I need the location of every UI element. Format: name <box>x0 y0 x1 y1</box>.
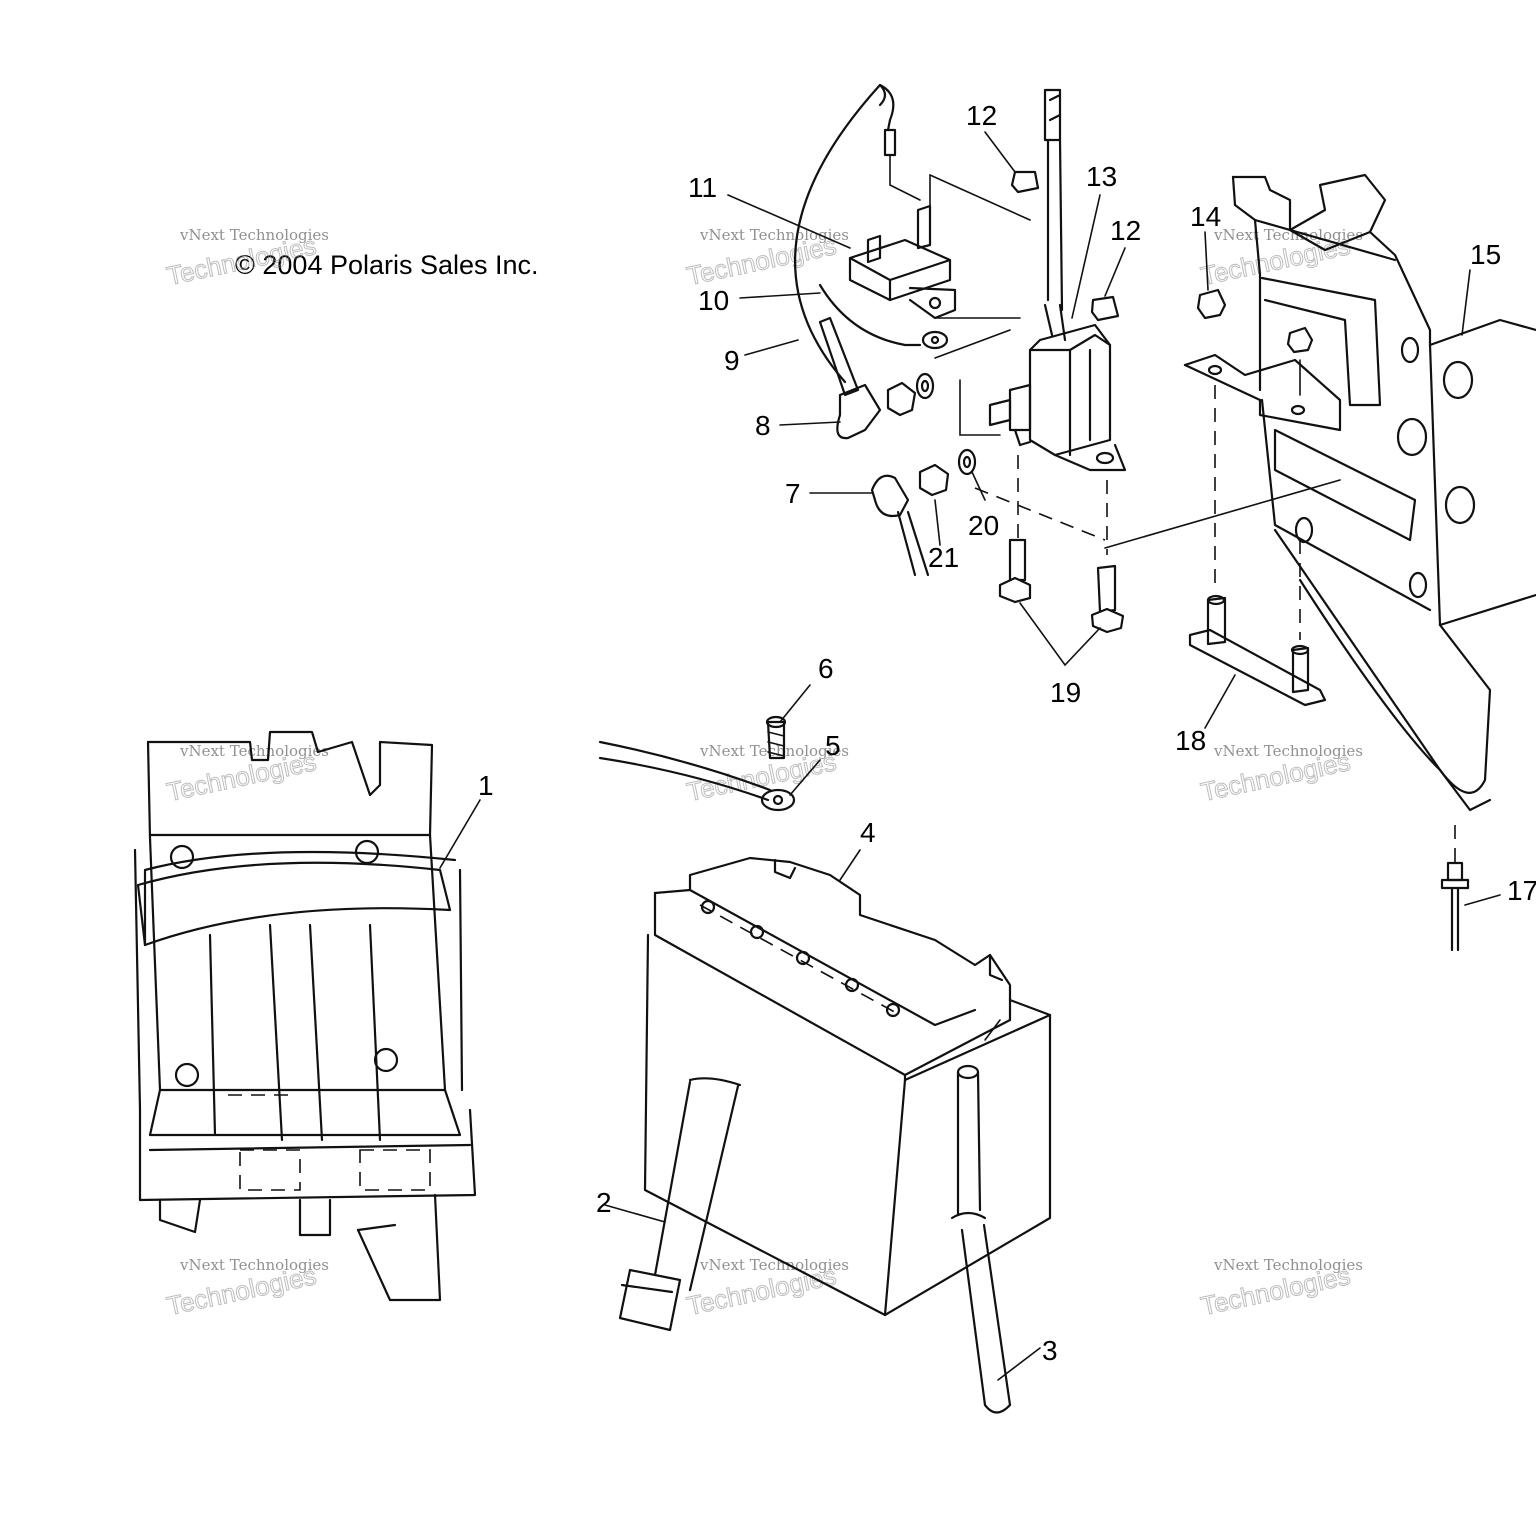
battery-part <box>643 856 1052 1317</box>
watermark-text: vNext Technologies <box>179 226 329 244</box>
callout-13: 13 <box>1086 161 1117 192</box>
callout-1: 1 <box>478 770 494 801</box>
callout-9: 9 <box>724 345 740 376</box>
callout-21: 21 <box>928 542 959 573</box>
callout-20: 20 <box>968 510 999 541</box>
watermark-text: vNext Technologies <box>1213 1256 1363 1274</box>
vent-tube-part <box>618 1077 742 1332</box>
vent-tube-part <box>950 1064 1012 1414</box>
watermark-text: vNext Technologies <box>179 742 329 760</box>
callout-7: 7 <box>785 478 801 509</box>
callout-2: 2 <box>596 1187 612 1218</box>
callout-8: 8 <box>755 410 771 441</box>
callout-3: 3 <box>1042 1335 1058 1366</box>
callout-4: 4 <box>860 817 876 848</box>
callout-18: 18 <box>1175 725 1206 756</box>
callout-17: 17 <box>1507 875 1536 906</box>
leader-lines <box>439 131 1501 1381</box>
watermark-group: vNext Technologies Technologies vNext Te… <box>164 226 1363 1322</box>
callout-19: 19 <box>1050 677 1081 708</box>
callout-11: 11 <box>688 172 717 203</box>
callout-6: 6 <box>818 653 834 684</box>
watermark-text: vNext Technologies <box>179 1256 329 1274</box>
callout-12: 12 <box>1110 215 1141 246</box>
watermark-text: vNext Technologies <box>699 1256 849 1274</box>
mounting-bracket-part <box>1104 173 1536 952</box>
callout-12: 12 <box>966 100 997 131</box>
callout-15: 15 <box>1470 239 1501 270</box>
callout-labels: 1 2 3 4 5 6 7 8 9 10 11 12 12 13 14 15 1… <box>478 100 1536 1366</box>
copyright-text: © 2004 Polaris Sales Inc. <box>235 250 539 280</box>
watermark-text: vNext Technologies <box>1213 742 1363 760</box>
watermark-text: vNext Technologies <box>699 742 849 760</box>
battery-box-part <box>133 730 477 1302</box>
solenoid-assembly-part <box>794 83 1127 667</box>
battery-cable-part <box>598 715 796 812</box>
callout-5: 5 <box>825 730 841 761</box>
callout-14: 14 <box>1190 201 1221 232</box>
callout-10: 10 <box>698 285 729 316</box>
